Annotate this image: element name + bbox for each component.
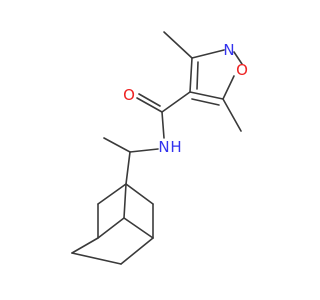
amide-hydrogen-label: H xyxy=(170,138,181,156)
bond-n-o xyxy=(233,51,243,65)
bond-c4-carbonyl-c xyxy=(161,91,191,113)
bond-c5-c4 xyxy=(189,91,224,100)
bond-ad-2 xyxy=(125,183,154,205)
carbonyl-oxygen-label: O xyxy=(123,86,135,104)
bond-ad-8 xyxy=(123,217,154,239)
bond-ad-6 xyxy=(71,237,99,254)
bond-ad-3 xyxy=(123,183,127,219)
molecule-structure-diagram: N O O N H xyxy=(71,31,248,265)
bond-ch-adamantyl xyxy=(125,151,131,185)
bond-ad-7 xyxy=(97,217,125,239)
bond-c5-methyl xyxy=(222,98,242,132)
bonds xyxy=(71,31,243,265)
bond-o-c5 xyxy=(222,75,235,100)
amide-nitrogen-label: N xyxy=(158,138,169,156)
atom-labels: N O O N H xyxy=(123,41,248,156)
bond-ch-methyl xyxy=(103,137,131,153)
bond-c3-n xyxy=(191,49,225,59)
bond-ad-9 xyxy=(71,252,122,265)
bond-n-ch xyxy=(129,148,159,153)
bond-carbonyl-c-n xyxy=(161,111,165,139)
ring-oxygen-label: O xyxy=(236,61,248,79)
bond-c5-c4-inner xyxy=(191,98,220,106)
bond-ad-1 xyxy=(97,183,127,205)
bond-c4-c3 xyxy=(189,57,193,93)
bond-carbonyl-double-b xyxy=(138,93,161,107)
bond-c4-c3-inner xyxy=(196,61,199,90)
ring-nitrogen-label: N xyxy=(223,41,234,59)
bond-carbonyl-double-a xyxy=(136,97,163,113)
bond-c3-methyl xyxy=(163,31,193,59)
bond-ad-10 xyxy=(120,237,154,265)
